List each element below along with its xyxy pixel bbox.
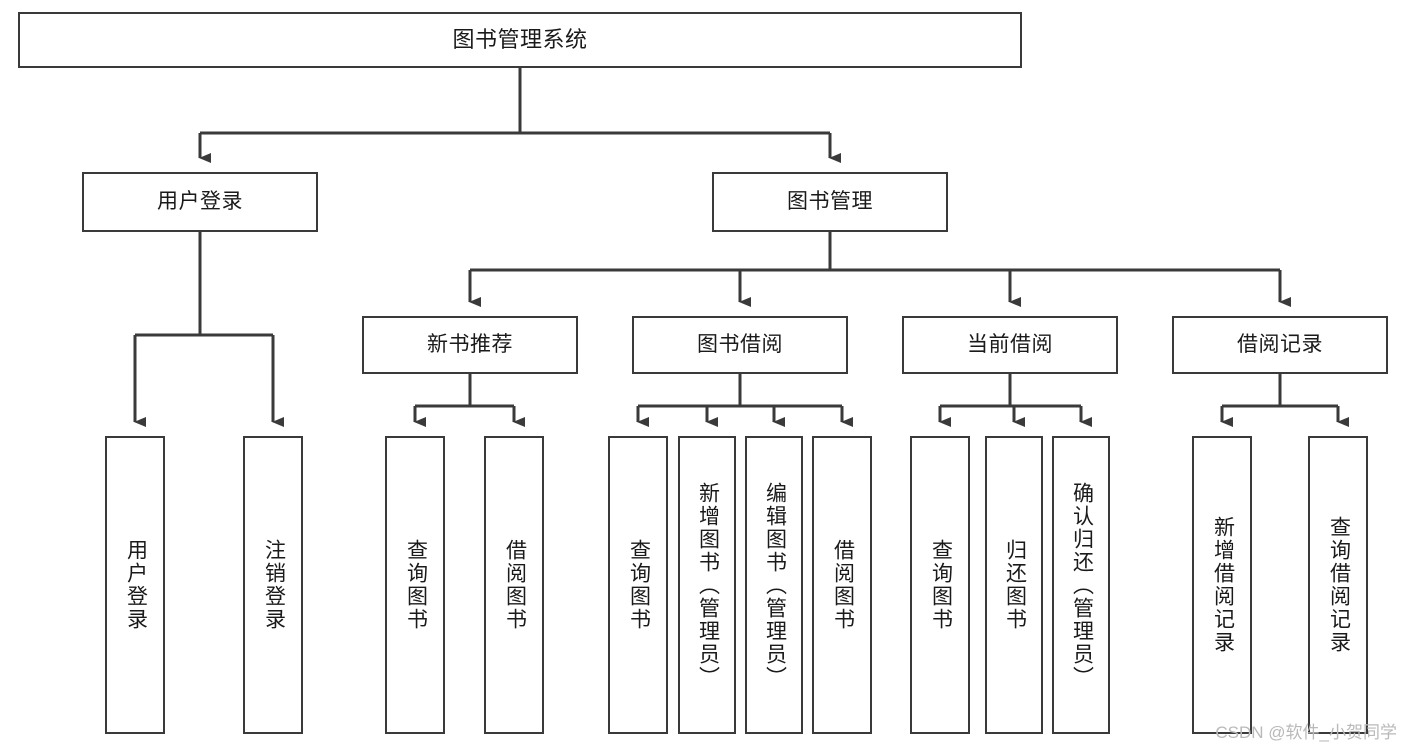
node-current-borrow-label: 当前借阅 [967, 332, 1053, 356]
node-book-borrow[interactable]: 图书借阅 [632, 316, 848, 374]
leaf-borrow-book-recommend[interactable]: 借阅图书 [484, 436, 544, 734]
node-root[interactable]: 图书管理系统 [18, 12, 1022, 68]
leaf-borrow-book-label: 借阅图书 [831, 539, 855, 631]
leaf-query-book-borrow-label: 查询图书 [627, 539, 651, 631]
node-root-label: 图书管理系统 [452, 27, 588, 53]
leaf-add-book-admin[interactable]: 新增图书（管理员） [678, 436, 736, 734]
leaf-query-book-current-label: 查询图书 [929, 539, 953, 631]
node-book-management-label: 图书管理 [787, 189, 873, 213]
node-current-borrow[interactable]: 当前借阅 [902, 316, 1118, 374]
node-borrow-record[interactable]: 借阅记录 [1172, 316, 1388, 374]
leaf-edit-book-admin-label: 编辑图书（管理员） [763, 481, 787, 689]
leaf-query-book-recommend[interactable]: 查询图书 [385, 436, 445, 734]
node-user-login[interactable]: 用户登录 [82, 172, 318, 232]
leaf-query-borrow-record-label: 查询借阅记录 [1327, 516, 1351, 654]
leaf-query-book-recommend-label: 查询图书 [404, 539, 428, 631]
leaf-user-logout-label: 注销登录 [262, 539, 286, 631]
leaf-query-book-borrow[interactable]: 查询图书 [608, 436, 668, 734]
leaf-edit-book-admin[interactable]: 编辑图书（管理员） [745, 436, 803, 734]
node-new-book-recommend[interactable]: 新书推荐 [362, 316, 578, 374]
node-new-book-recommend-label: 新书推荐 [427, 332, 513, 356]
csdn-watermark: CSDN @软件_小贺同学 [1215, 723, 1397, 742]
node-user-login-label: 用户登录 [157, 189, 243, 213]
leaf-user-logout[interactable]: 注销登录 [243, 436, 303, 734]
leaf-add-borrow-record-label: 新增借阅记录 [1211, 516, 1235, 654]
node-book-borrow-label: 图书借阅 [697, 332, 783, 356]
leaf-add-borrow-record[interactable]: 新增借阅记录 [1192, 436, 1252, 734]
leaf-query-borrow-record[interactable]: 查询借阅记录 [1308, 436, 1368, 734]
leaf-return-book[interactable]: 归还图书 [985, 436, 1043, 734]
leaf-confirm-return-admin-label: 确认归还（管理员） [1070, 481, 1094, 689]
leaf-user-login-label: 用户登录 [124, 539, 148, 631]
node-book-management[interactable]: 图书管理 [712, 172, 948, 232]
leaf-borrow-book-recommend-label: 借阅图书 [503, 539, 527, 631]
node-borrow-record-label: 借阅记录 [1237, 332, 1323, 356]
leaf-borrow-book[interactable]: 借阅图书 [812, 436, 872, 734]
leaf-add-book-admin-label: 新增图书（管理员） [696, 481, 720, 689]
leaf-query-book-current[interactable]: 查询图书 [910, 436, 970, 734]
leaf-return-book-label: 归还图书 [1003, 539, 1027, 631]
leaf-confirm-return-admin[interactable]: 确认归还（管理员） [1052, 436, 1110, 734]
leaf-user-login[interactable]: 用户登录 [105, 436, 165, 734]
